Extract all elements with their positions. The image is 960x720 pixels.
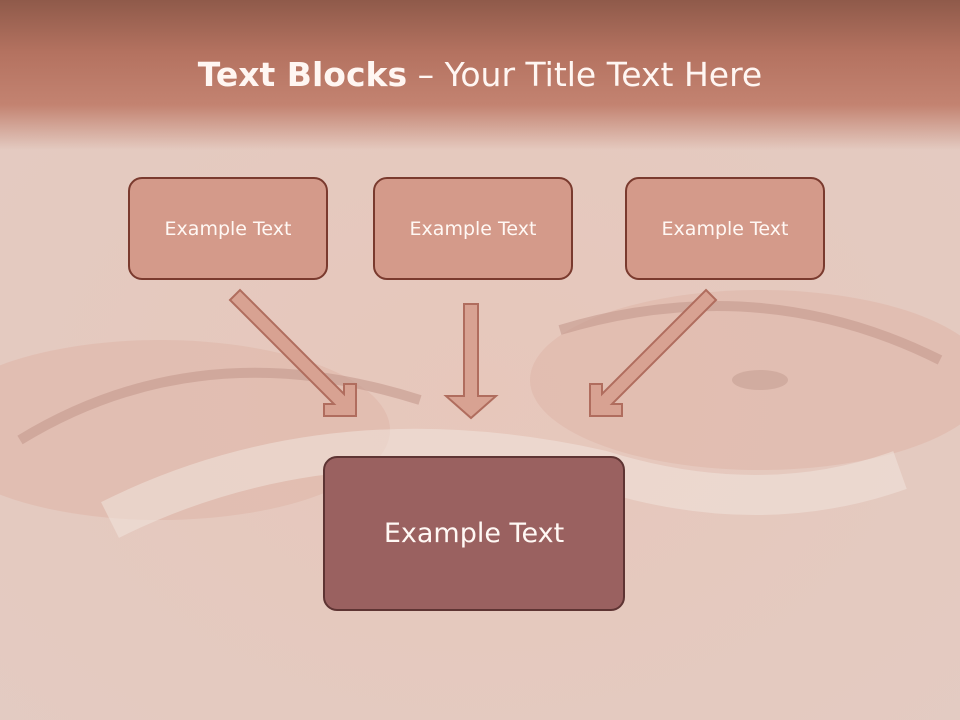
title-rest: Your Title Text Here xyxy=(444,55,763,94)
text-box-top-center-label: Example Text xyxy=(409,217,537,240)
header-band xyxy=(0,0,960,150)
arrow-middle xyxy=(443,303,499,420)
text-box-top-left-label: Example Text xyxy=(164,217,292,240)
slide-title: Text Blocks – Your Title Text Here xyxy=(0,52,960,98)
text-box-top-center: Example Text xyxy=(373,177,573,280)
arrow-right xyxy=(589,288,718,417)
title-bold: Text Blocks xyxy=(197,55,408,94)
text-box-top-right-label: Example Text xyxy=(661,217,789,240)
arrow-left xyxy=(228,288,357,417)
text-box-bottom-label: Example Text xyxy=(383,518,565,549)
text-box-top-left: Example Text xyxy=(128,177,328,280)
text-box-bottom: Example Text xyxy=(323,456,625,611)
text-box-top-right: Example Text xyxy=(625,177,825,280)
title-dash: – xyxy=(407,55,445,94)
